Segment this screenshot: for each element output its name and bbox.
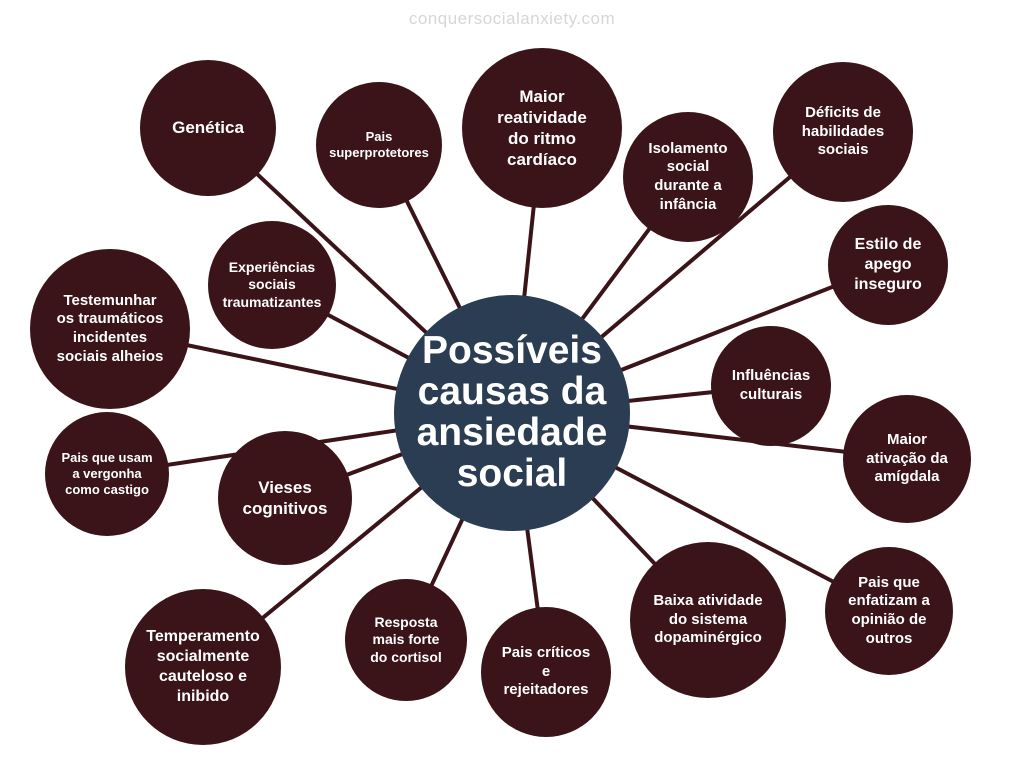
node-testemunhar: Testemunhar os traumáticos incidentes so… [30,249,190,409]
node-estilo-apego: Estilo de apego inseguro [828,205,948,325]
node-label: Déficits de habilidades sociais [801,103,885,159]
node-ativacao-amigdala: Maior ativação da amígdala [843,395,971,523]
node-influencias-culturais: Influências culturais [711,326,831,446]
node-label: Pais que enfatizam a opinião de outros [848,573,930,647]
node-isolamento-social: Isolamento social durante a infância [623,112,753,242]
node-label: Resposta mais forte do cortisol [370,613,442,665]
watermark: conquersocialanxiety.com [408,9,616,28]
node-pais-opiniao: Pais que enfatizam a opinião de outros [825,547,953,675]
node-label: Temperamento socialmente cauteloso e ini… [146,628,260,705]
node-vieses-cognitivos: Vieses cognitivos [218,431,352,565]
node-pais-superprotetores: Pais superprotetores [316,82,442,208]
node-pais-vergonha: Pais que usam a vergonha como castigo [45,412,169,536]
node-label: Isolamento social durante a infância [648,139,728,213]
node-label: Baixa atividade do sistema dopaminérgico [653,591,763,647]
node-genetica: Genética [140,60,276,196]
node-label: Pais superprotetores [329,128,429,160]
node-label: Estilo de apego inseguro [854,236,922,293]
node-pais-criticos: Pais críticos e rejeitadores [481,607,611,737]
node-temperamento: Temperamento socialmente cauteloso e ini… [125,589,281,745]
central-topic-label: Possíveis causas da ansiedade social [416,329,608,495]
node-deficits-habilidades: Déficits de habilidades sociais [773,62,913,202]
node-label: Vieses cognitivos [242,477,328,518]
node-label: Influências culturais [731,367,811,403]
node-label: Genética [172,118,244,138]
node-label: Maior reatividade do ritmo cardíaco [497,86,587,170]
node-cortisol: Resposta mais forte do cortisol [345,579,467,701]
node-dopaminergico: Baixa atividade do sistema dopaminérgico [630,542,786,698]
node-label: Pais que usam a vergonha como castigo [61,449,153,498]
node-label: Maior ativação da amígdala [866,430,948,486]
node-experiencias-traumatizantes: Experiências sociais traumatizantes [208,221,336,349]
node-label: Experiências sociais traumatizantes [222,258,322,310]
node-maior-reatividade: Maior reatividade do ritmo cardíaco [462,48,622,208]
node-label: Pais críticos e rejeitadores [501,643,591,699]
node-label: Testemunhar os traumáticos incidentes so… [56,291,164,365]
central-topic: Possíveis causas da ansiedade social [394,295,630,531]
